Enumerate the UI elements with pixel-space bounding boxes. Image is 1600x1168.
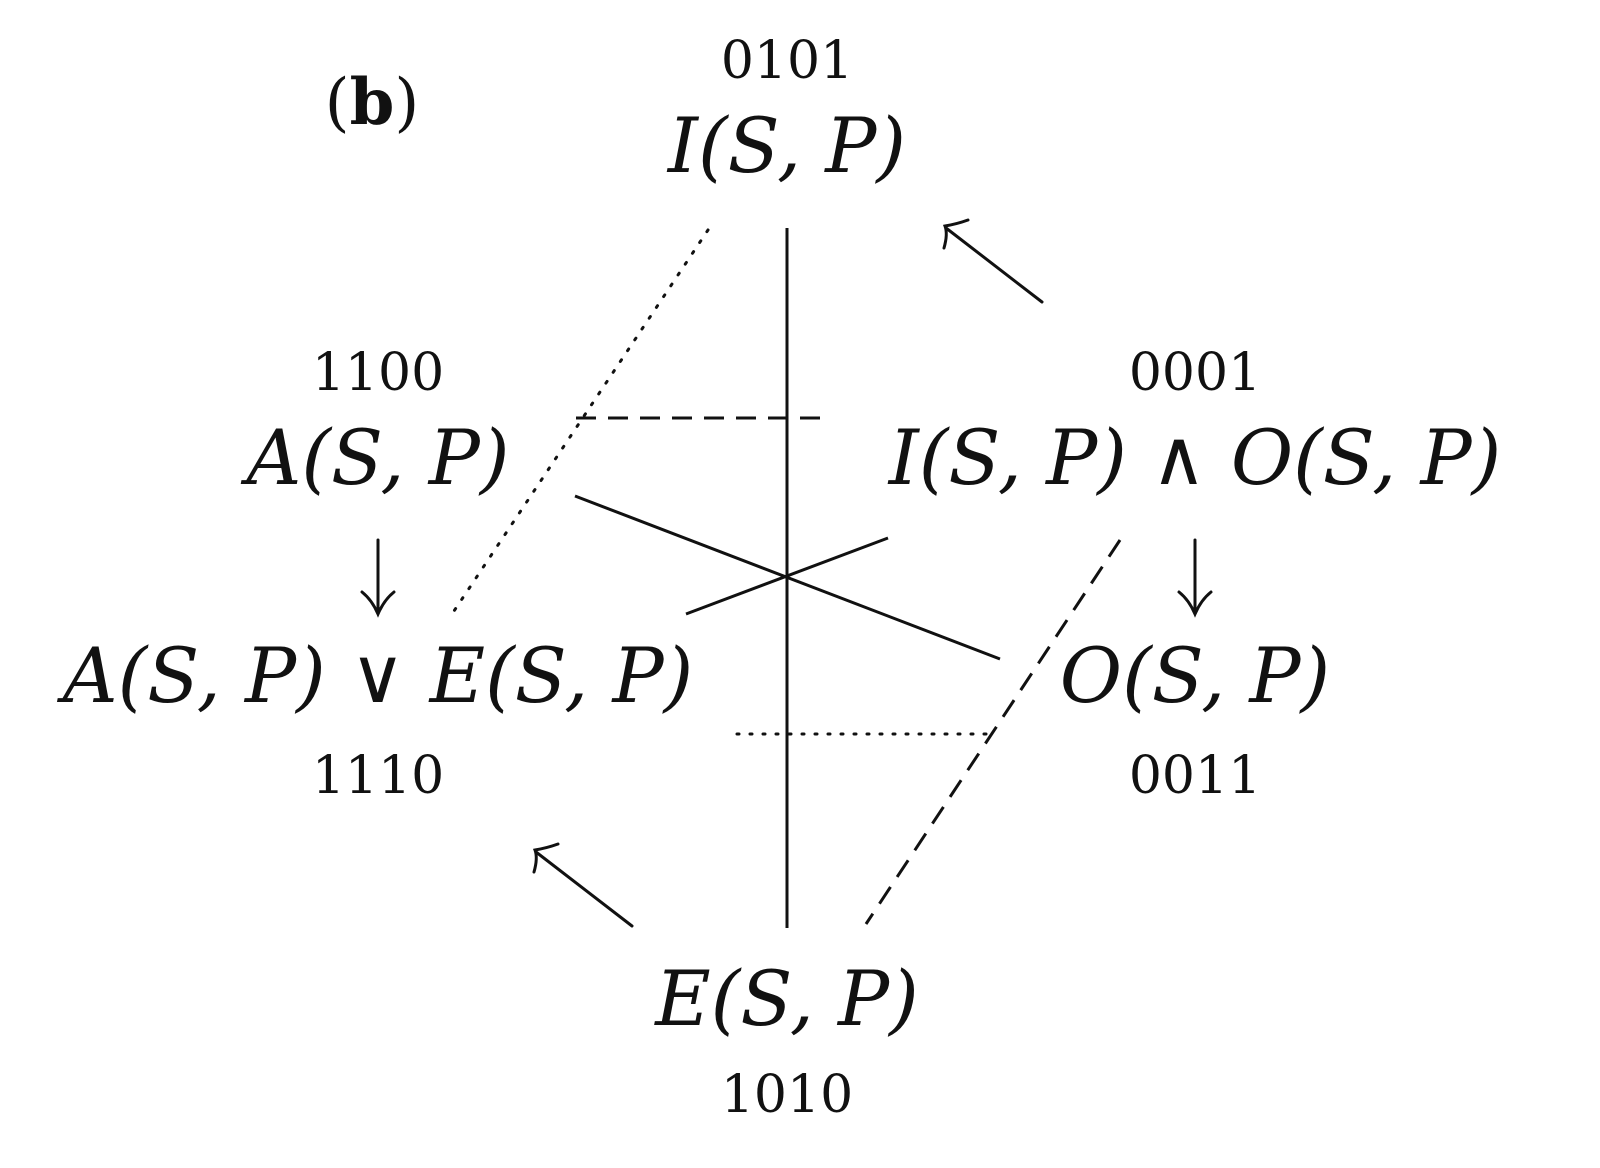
panel-label: (b) [325,65,420,140]
lower-left-node-formula: A(S, P) ∨ E(S, P) [57,631,694,720]
upper-right-node-formula: I(S, P) ∧ O(S, P) [887,413,1502,502]
down-arrow-left [360,538,396,618]
panel-label-close-paren: ) [394,66,419,140]
lower-right-node-code: 0011 [1129,746,1261,806]
down-arrow-right [1177,538,1213,618]
dotted-line-top-to-lower-left [450,228,710,616]
bottom-node-formula: E(S, P) [653,954,919,1043]
upper-left-node-code: 1100 [312,343,444,403]
lower-left-node-code: 1110 [312,746,444,806]
upper-left-node-formula: A(S, P) [241,413,510,502]
bottom-node-code: 1010 [721,1065,853,1125]
top-node-formula: I(S, P) [666,101,906,190]
diagonal-arrow-bottom-to-lower-left [532,842,634,928]
panel-label-letter: b [350,65,395,140]
upper-right-node-code: 0001 [1129,343,1261,403]
diagonal-contradiction-line-io-to-ae [685,536,889,616]
diagonal-contradiction-line-a-to-o [574,494,1001,661]
lower-right-node-formula: O(S, P) [1060,631,1330,720]
dashed-line-upper-right-to-bottom [864,539,1122,925]
panel-label-open-paren: ( [325,66,350,140]
top-node-code: 0101 [721,31,853,91]
diagonal-arrow-upper-right-to-top [942,218,1044,304]
